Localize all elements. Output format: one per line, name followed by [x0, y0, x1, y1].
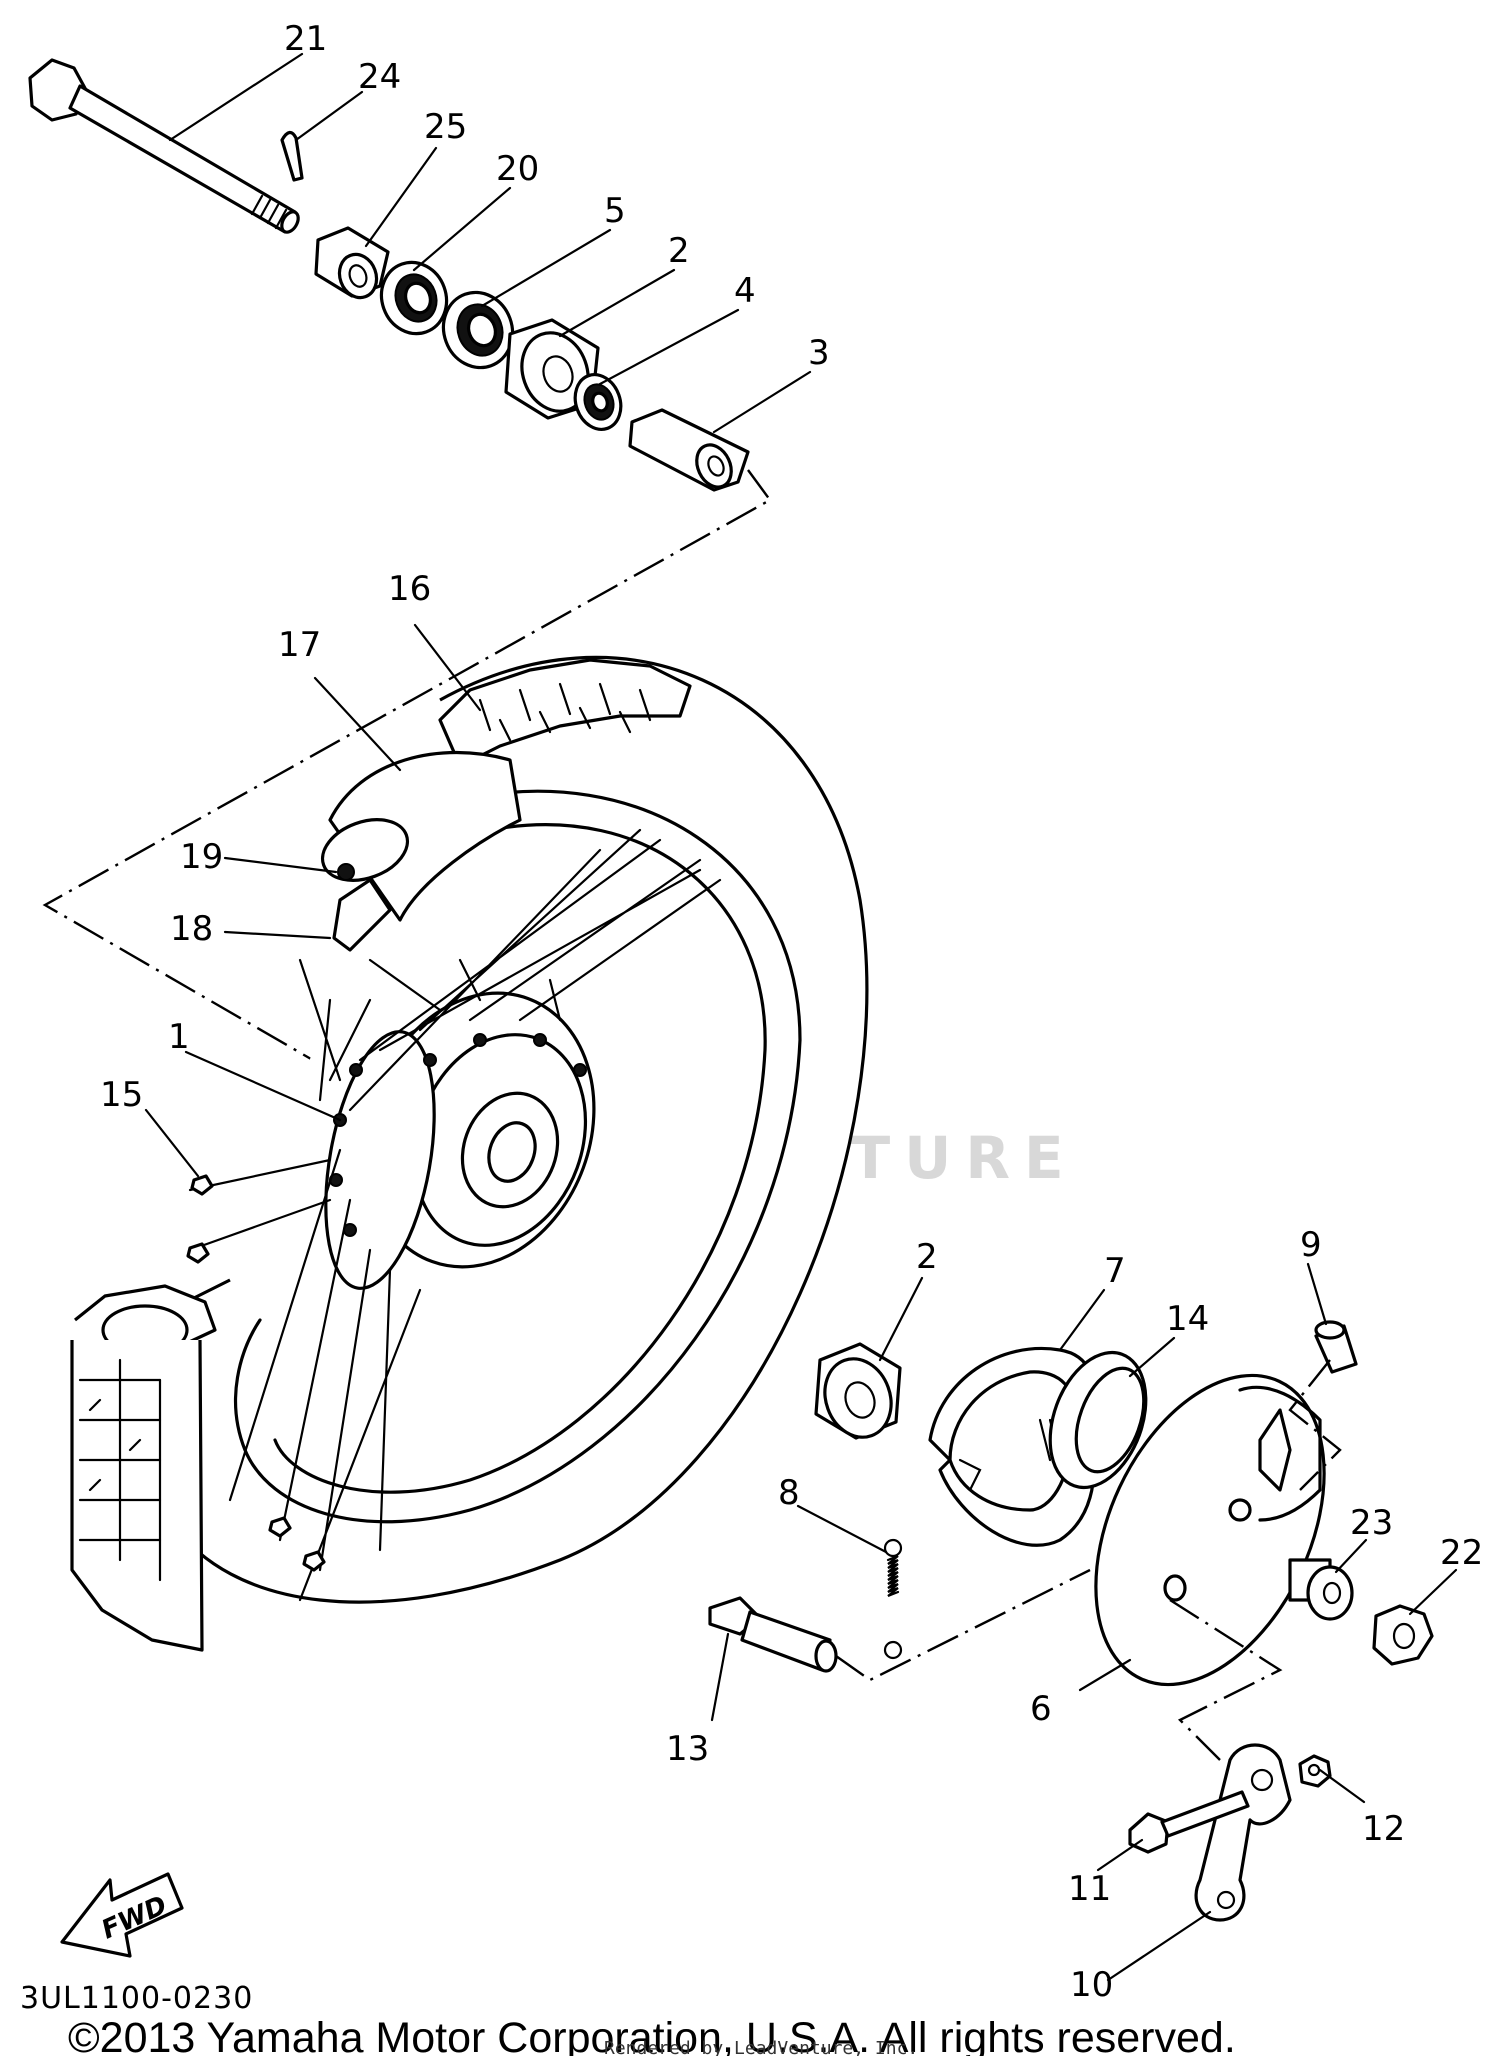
callout-labels: 21 24 25 20 5 2 4 3 16 17 19 18 1 15 2 7…	[100, 19, 1483, 2005]
rendered-by: Rendered by LeadVenture, Inc.	[604, 2038, 918, 2056]
leader-lines	[144, 52, 1458, 1982]
callout-14: 14	[1166, 1299, 1209, 1339]
bearing-upper	[504, 318, 600, 420]
callout-24: 24	[358, 57, 401, 97]
callout-1: 1	[168, 1017, 190, 1057]
callout-4: 4	[734, 271, 756, 311]
lever-nut	[1298, 1754, 1332, 1788]
collar	[314, 226, 390, 300]
callout-3: 3	[808, 333, 830, 373]
spokes	[188, 828, 722, 1602]
forward-arrow: FWD	[60, 1872, 184, 1958]
tire-tread	[438, 658, 692, 768]
callout-7: 7	[1104, 1251, 1126, 1291]
tire-cutaway	[70, 1284, 217, 1652]
callout-2-lower: 2	[916, 1237, 938, 1277]
callout-25: 25	[424, 107, 467, 147]
copyright-notice: ©2013 Yamaha Motor Corporation, U.S.A. A…	[68, 2014, 1236, 2056]
spring	[883, 1538, 903, 1660]
dust-cap	[1314, 1320, 1358, 1374]
brake-assembly	[708, 1320, 1434, 1922]
callout-20: 20	[496, 149, 539, 189]
axle-nut	[1372, 1604, 1434, 1666]
inner-tube	[320, 750, 522, 952]
camshaft	[708, 1596, 838, 1673]
axle	[28, 58, 300, 234]
valve-cap	[337, 863, 355, 881]
callout-23: 23	[1350, 1503, 1393, 1543]
callout-11: 11	[1068, 1869, 1111, 1909]
callout-18: 18	[170, 909, 213, 949]
callout-12: 12	[1362, 1809, 1405, 1849]
spoke-nipples	[186, 1174, 326, 1572]
front-wheel	[70, 655, 869, 1652]
callout-16: 16	[388, 569, 431, 609]
cotter-pin	[280, 130, 304, 182]
oil-seal-5	[441, 290, 515, 370]
oil-seal-20	[379, 260, 449, 336]
callout-10: 10	[1070, 1965, 1113, 2005]
valve-stem	[332, 878, 392, 952]
cam-lever	[1194, 1743, 1292, 1922]
bearing-lower	[814, 1342, 902, 1440]
callout-9: 9	[1300, 1225, 1322, 1265]
callout-5: 5	[604, 191, 626, 231]
callout-2-upper: 2	[668, 231, 690, 271]
oil-seal-4	[573, 373, 623, 431]
callout-8: 8	[778, 1473, 800, 1513]
callout-15: 15	[100, 1075, 143, 1115]
callout-19: 19	[180, 837, 223, 877]
hub	[324, 991, 596, 1290]
callout-22: 22	[1440, 1533, 1483, 1573]
washer	[1306, 1565, 1354, 1621]
callout-13: 13	[666, 1729, 709, 1769]
callout-6: 6	[1030, 1689, 1052, 1729]
callout-17: 17	[278, 625, 321, 665]
axle-assembly	[28, 58, 772, 1072]
brake-plate	[1094, 1373, 1332, 1687]
spacer	[628, 408, 750, 492]
callout-21: 21	[284, 19, 327, 59]
diagram-code: 3UL1100-0230	[20, 1981, 253, 2016]
brake-seal	[1048, 1350, 1148, 1490]
